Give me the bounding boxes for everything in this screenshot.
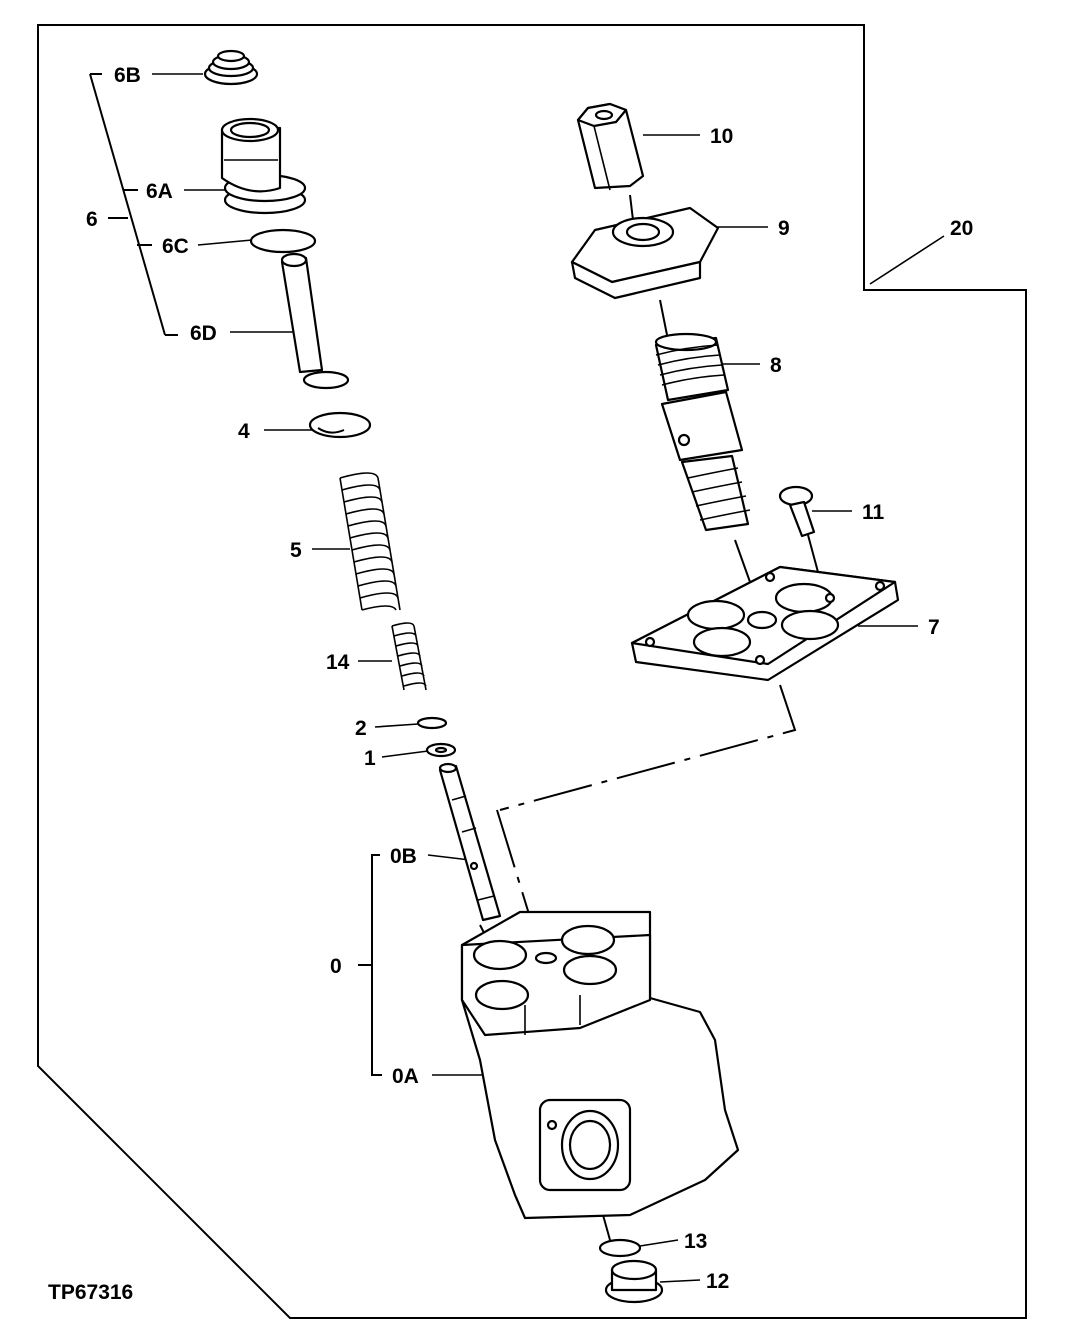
part-1-washer [425, 742, 457, 758]
group-6-bracket [89, 73, 178, 336]
part-9-flange [570, 206, 720, 300]
callout-11: 11 [862, 501, 885, 524]
part-7-plate [630, 565, 900, 682]
part-14-spring [391, 622, 427, 691]
part-4-retainer [308, 411, 372, 439]
callout-8: 8 [770, 354, 782, 377]
callout-labels: 6B 6A 6 6C 6D 4 5 14 2 1 0B 0 0A 10 9 20… [86, 64, 973, 1293]
callout-6A: 6A [146, 180, 173, 203]
callout-7: 7 [928, 616, 940, 639]
callout-0: 0 [330, 955, 342, 978]
callout-6C: 6C [162, 235, 189, 258]
callout-6D: 6D [190, 322, 217, 345]
part-11-screw [778, 485, 816, 538]
callout-5: 5 [290, 539, 302, 562]
part-5-spring [339, 472, 401, 611]
callout-2: 2 [355, 717, 367, 740]
callout-6B: 6B [114, 64, 141, 87]
callout-1: 1 [364, 747, 376, 770]
leader-lines [152, 73, 945, 1283]
part-13-o-ring [598, 1238, 642, 1258]
part-6A-fitting [220, 117, 307, 215]
callout-9: 9 [778, 217, 790, 240]
part-10-hex-nut [576, 102, 645, 191]
callout-10: 10 [710, 125, 733, 148]
callout-13: 13 [684, 1230, 707, 1253]
assembly-boundary-outline [37, 24, 1027, 1319]
part-6C-o-ring [249, 228, 317, 254]
callout-6: 6 [86, 208, 98, 231]
part-8-cartridge [654, 332, 751, 532]
callout-12: 12 [706, 1270, 729, 1293]
part-6D-pin [280, 252, 350, 390]
part-0B-spool [438, 762, 502, 922]
callout-20: 20 [950, 217, 973, 240]
callout-0A: 0A [392, 1065, 419, 1088]
part-12-plug [604, 1259, 664, 1304]
part-6B-cap [203, 49, 259, 86]
part-2-washer [416, 716, 448, 730]
callout-0B: 0B [390, 845, 417, 868]
callout-4: 4 [238, 420, 250, 443]
group-0-bracket [358, 854, 382, 1076]
callout-14: 14 [326, 651, 350, 674]
part-0A-valve-body [460, 910, 740, 1220]
figure-id-code: TP67316 [48, 1281, 133, 1304]
